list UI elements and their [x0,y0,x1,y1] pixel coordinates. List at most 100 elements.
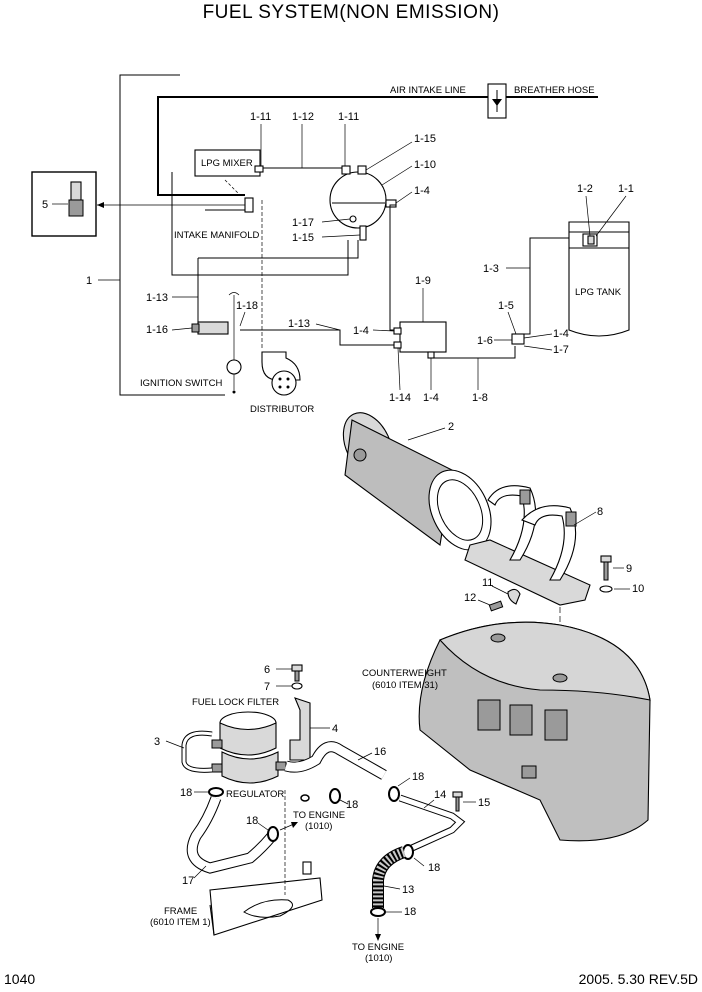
counterweight-hole-2 [552,673,568,683]
intake-manifold-label: INTAKE MANIFOLD [174,230,259,241]
air-intake-line-label: AIR INTAKE LINE [390,85,466,96]
lpg-mixer [194,149,261,177]
hose-16-inner [284,742,387,779]
callout-1-15a: 1-15 [414,133,436,145]
callout-15: 15 [478,797,490,809]
counterweight-ref: (6010 ITEM 31) [372,680,438,691]
fuel-schematic: 1 AIR INTAKE LINE BREATHER HOSE 5 LPG MI… [31,74,634,680]
ignition-ground-icon [232,390,236,394]
callout-1-11a: 1-11 [250,111,271,123]
callout-7: 7 [264,681,270,693]
to-engine-2-label: TO ENGINE [352,942,404,953]
leader-13 [383,885,401,890]
leader-17 [193,865,207,879]
hose-17 [186,796,277,874]
line-1-8 [434,346,516,359]
leader-3 [165,740,185,749]
ignition-switch [226,359,242,375]
leader-18d [397,777,411,787]
callout-6: 6 [264,664,270,676]
leader-11 [491,585,509,595]
revision-stamp: 2005. 5.30 REV.5D [579,971,698,987]
callout-18c: 18 [346,799,358,811]
frame-peg [302,861,312,875]
leader-18b [257,822,269,831]
distributor-pin-3 [278,385,282,389]
line-1-13-upper [172,240,349,276]
callout-1-11b: 1-11 [338,111,359,123]
arrow-to-engine-2-icon [375,934,381,941]
sensor-1-16 [197,321,229,335]
callout-18e: 18 [428,862,440,874]
bolt-15-head [452,791,463,798]
callout-17: 17 [182,875,194,887]
callout-1-7: 1-7 [553,344,569,356]
frame [209,877,323,936]
leader-14 [423,799,435,809]
leader-1-5 [507,311,517,335]
callout-1-10: 1-10 [414,159,436,171]
intake-manifold-fitting [244,197,254,213]
bracket-clip-2 [565,511,577,527]
counterweight-top [439,621,651,701]
leader-1-4b [372,329,395,332]
bolt-12 [488,600,504,612]
regulator-label: REGULATOR [226,789,284,800]
leader-1-4a [395,191,413,204]
leader-1-14 [397,347,401,391]
callout-1-4a: 1-4 [414,185,430,197]
callout-3: 3 [154,736,160,748]
leader-1-7 [523,345,553,351]
callout-1-5: 1-5 [498,300,514,312]
filter-port-1 [393,327,402,335]
leader-1-16 [171,327,193,331]
to-engine-2-ref: (1010) [365,953,392,964]
clamp-18d [388,786,400,802]
clamp-18g [300,794,310,802]
regulator-fitting-2 [211,763,223,773]
leader-1-10 [381,165,413,186]
callout-1-1: 1-1 [618,183,634,195]
leader-1-15a [365,141,413,171]
clamp-18b [267,826,279,842]
callout-9: 9 [626,563,632,575]
air-intake-line [157,96,488,196]
frame-label: FRAME [164,906,197,917]
valve-1-5 [511,333,525,345]
counterweight-slot-2 [509,704,533,736]
callout-1-4d: 1-4 [553,328,569,340]
clamp-18a [208,787,224,797]
vaporizer-port-top2 [357,165,367,175]
vaporizer-1-10 [329,171,387,229]
item-5-fitting [70,181,82,201]
callout-1-9: 1-9 [415,275,431,287]
counterweight-hole-1 [490,633,506,643]
lpg-tank-label: LPG TANK [575,287,622,298]
clip-11 [507,588,521,605]
callout-1-6: 1-6 [477,335,493,347]
bolt-9-shank [603,561,609,581]
item-5-thread [68,199,84,217]
to-engine-1-ref: (1010) [305,821,332,832]
ground-symbol-icon [228,292,240,296]
leader-1-2 [585,195,591,237]
bolt-6-head [291,664,303,672]
leader-1-4d [523,333,553,339]
counterweight-slot-1 [477,699,501,731]
callout-16: 16 [374,746,386,758]
callout-13: 13 [402,884,414,896]
group-bracket-1 [119,74,225,396]
fuel-lock-filter-label: FUEL LOCK FILTER [192,697,279,708]
intake-dashed-1 [224,179,241,196]
washer-10 [599,585,613,593]
leader-1-17 [321,218,351,223]
leader-1-18 [239,311,246,327]
distributor-pin-4 [286,385,290,389]
regulator-body [221,751,279,784]
callout-12: 12 [464,592,476,604]
clamp-18c [329,788,341,804]
regulator-assembly: 6 7 4 FUEL LOCK FILTER REGULATOR 3 17 18 [150,664,490,964]
clamp-18f [370,907,386,917]
regulator-fitting-1 [211,739,223,749]
callout-1-4c: 1-4 [423,392,439,404]
